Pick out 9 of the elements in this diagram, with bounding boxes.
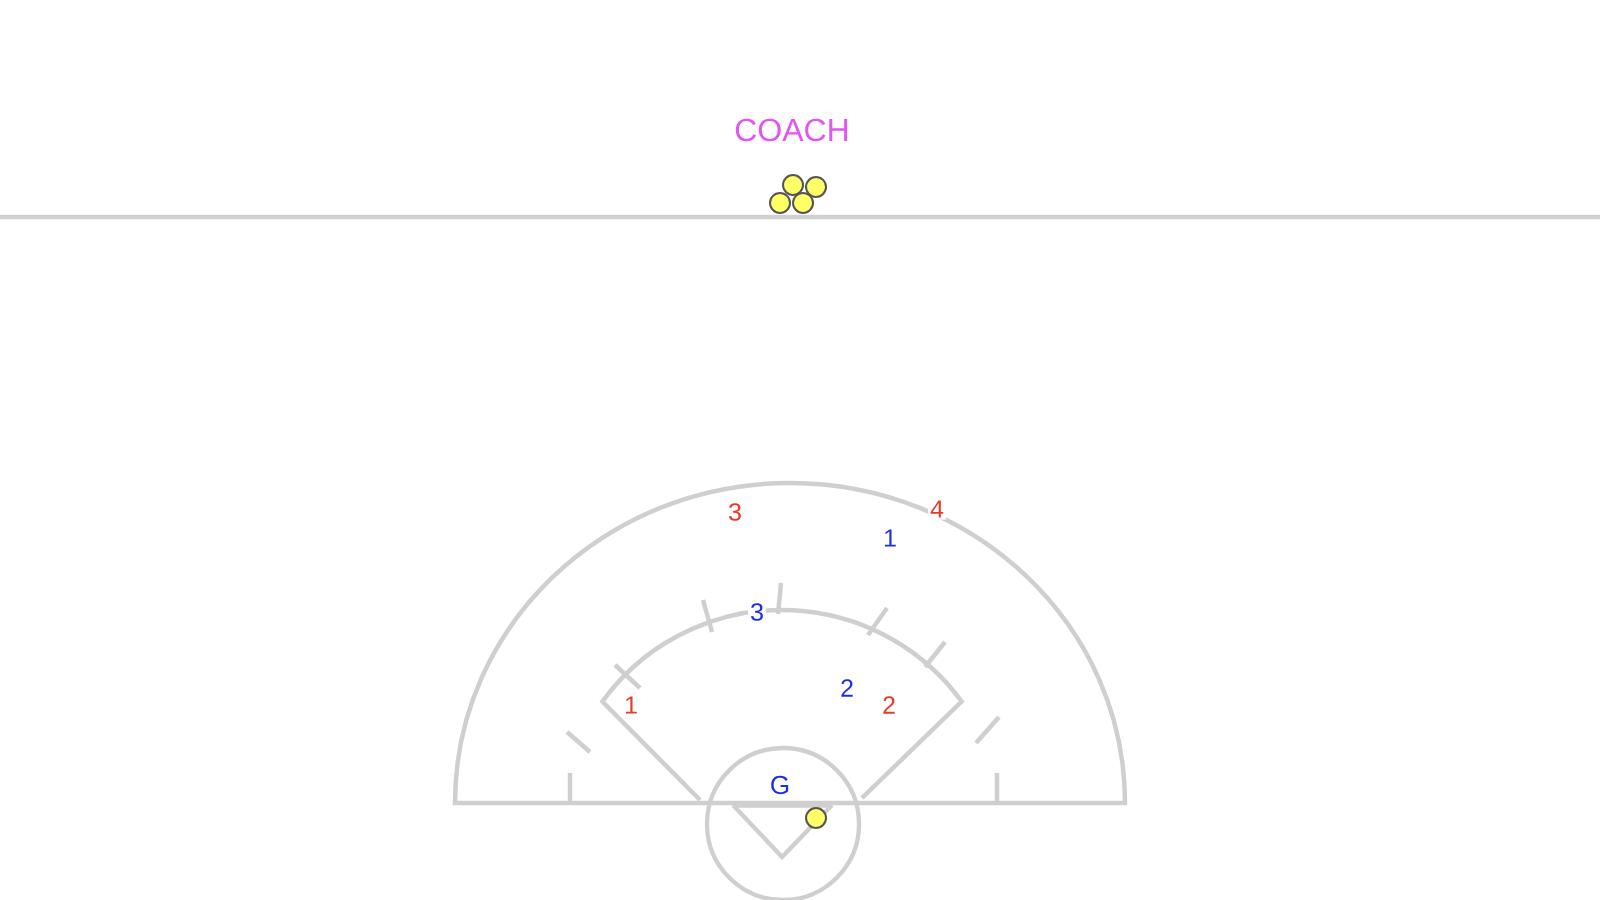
- player-number: 2: [838, 677, 856, 699]
- coach-label: COACH: [732, 116, 852, 144]
- player-number: 4: [928, 498, 946, 520]
- player-number: 3: [726, 501, 744, 523]
- player-number: 1: [622, 694, 640, 716]
- player-number: 3: [748, 601, 766, 623]
- player-number: 2: [880, 694, 898, 716]
- player-number: 1: [881, 527, 899, 549]
- goalie-label: G: [767, 773, 793, 797]
